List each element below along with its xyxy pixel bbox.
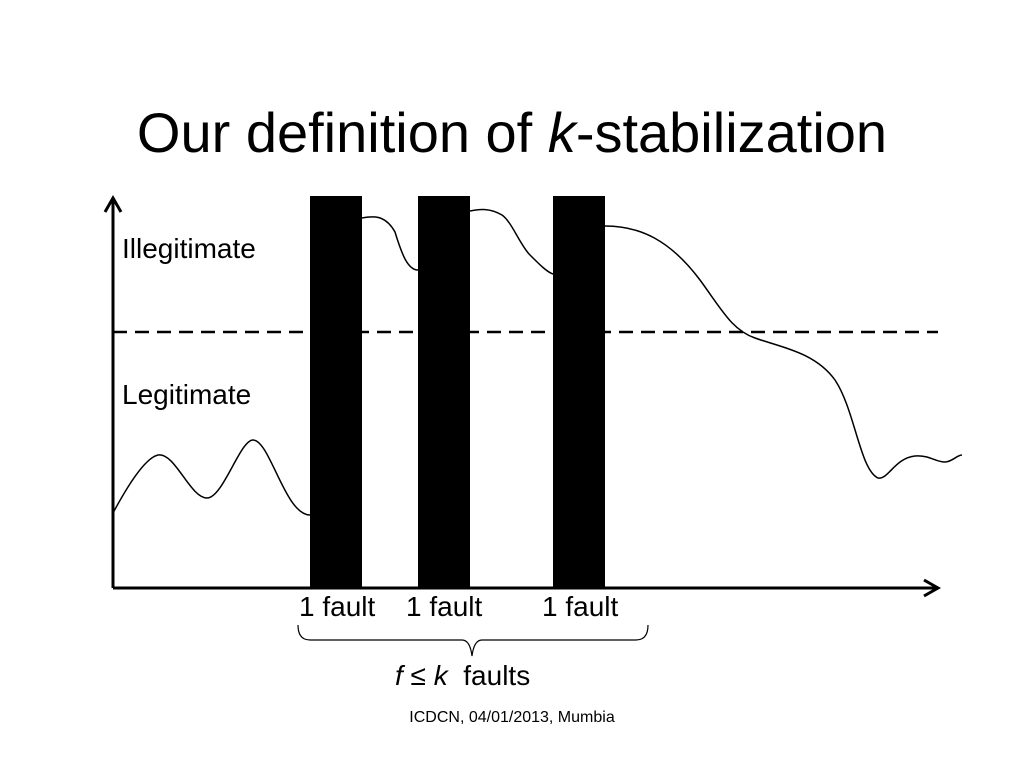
legitimate-label: Legitimate bbox=[122, 379, 252, 410]
state-curve-segment-4 bbox=[604, 225, 963, 479]
fault-label-3: 1 fault bbox=[542, 591, 619, 622]
fault-bound-op: ≤ bbox=[402, 660, 434, 691]
slide-footer: ICDCN, 04/01/2013, Mumbia bbox=[409, 709, 615, 726]
x-axis-arrowhead bbox=[923, 578, 942, 598]
fault-bar-2 bbox=[418, 196, 470, 588]
faults-brace bbox=[297, 624, 649, 657]
title-suffix: -stabilization bbox=[575, 101, 888, 164]
title-k: k bbox=[547, 101, 576, 164]
state-curve-segment-2 bbox=[361, 216, 419, 271]
fault-bar-1 bbox=[310, 196, 362, 588]
slide-title: Our definition of k-stabilization bbox=[0, 98, 1024, 168]
fault-label-1: 1 fault bbox=[299, 591, 376, 622]
fault-bound-label: f ≤ k faults bbox=[395, 659, 530, 693]
y-axis-arrowhead bbox=[103, 194, 123, 213]
fault-bound-f: f bbox=[395, 660, 403, 691]
fault-bound-word: faults bbox=[447, 660, 531, 691]
state-curve-segment-1 bbox=[112, 439, 311, 516]
state-curve-segment-3 bbox=[469, 208, 554, 275]
fault-bar-3 bbox=[553, 196, 605, 588]
fault-bound-k: k bbox=[433, 660, 448, 691]
illegitimate-label: Illegitimate bbox=[122, 233, 256, 264]
fault-label-2: 1 fault bbox=[406, 591, 483, 622]
title-prefix: Our definition of bbox=[136, 101, 548, 164]
